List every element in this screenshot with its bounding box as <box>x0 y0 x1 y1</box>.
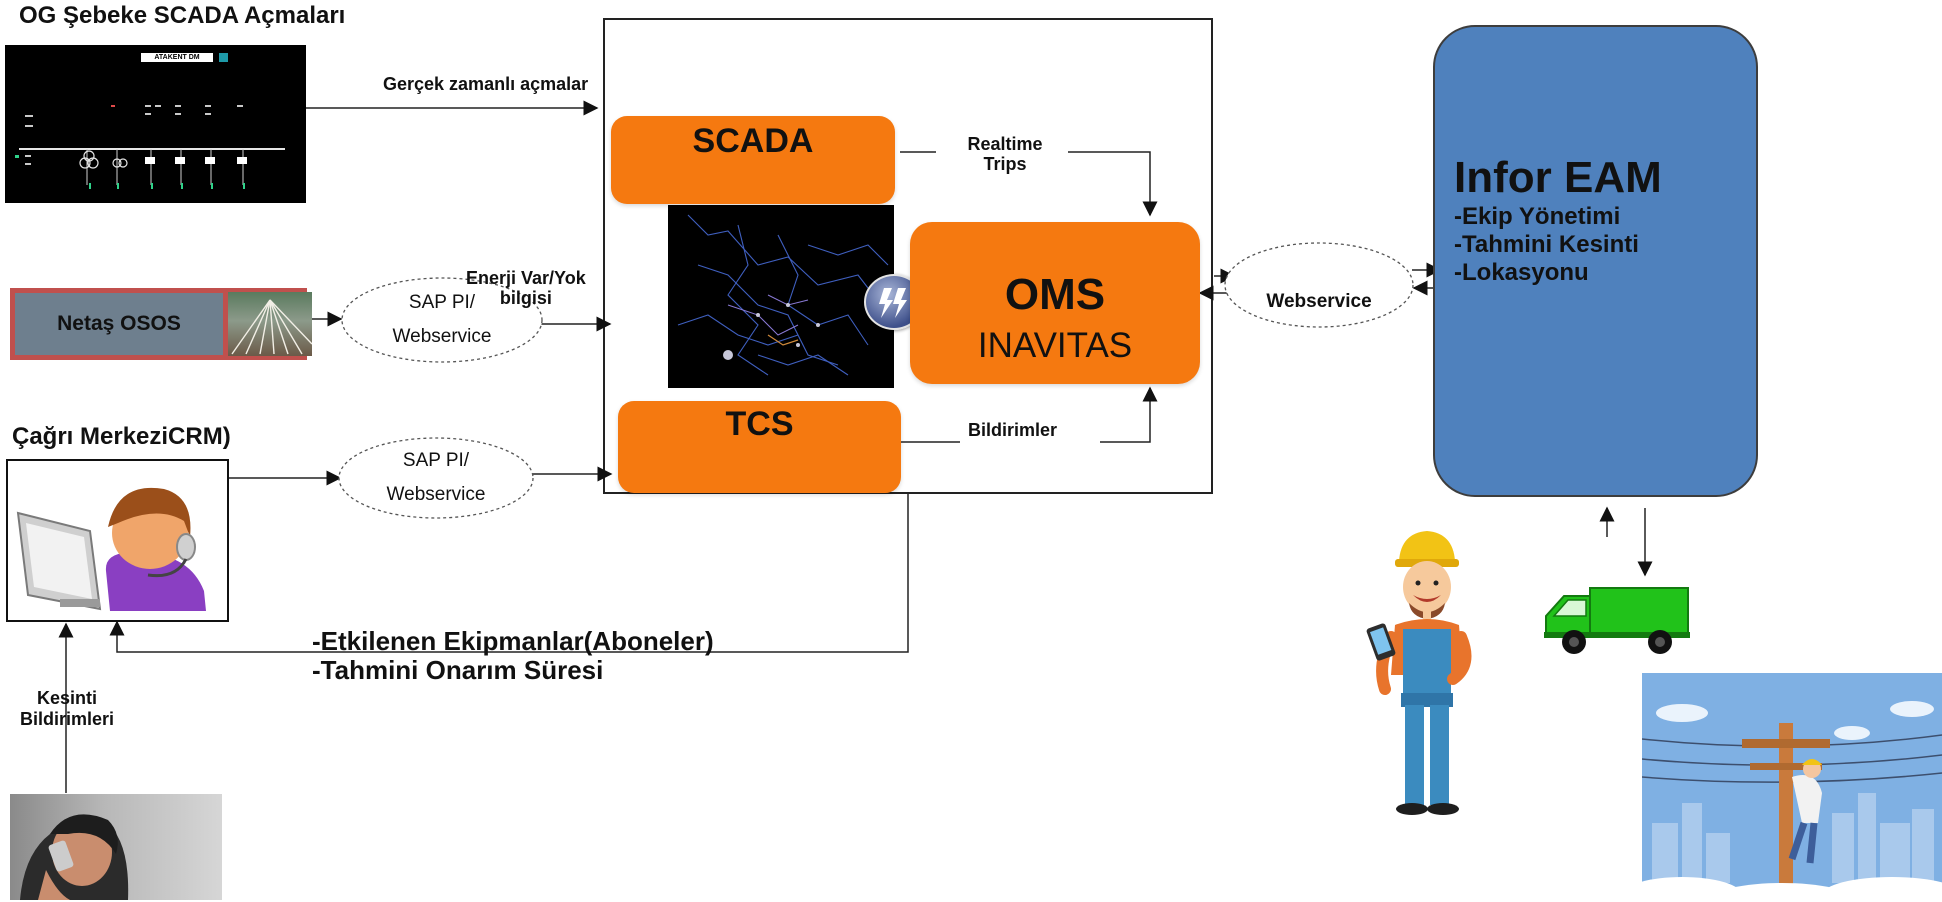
osos-photo <box>228 292 312 356</box>
oms-box-subtitle: INAVITAS <box>977 326 1133 365</box>
eam-item-2: -Tahmini Kesinti <box>1454 231 1639 258</box>
realtime-trips-en-line1: Realtime <box>967 134 1043 154</box>
sappi-bottom-line2: Webservice <box>386 484 486 505</box>
eam-title: Infor EAM <box>1454 153 1662 202</box>
oms-box: OMS INAVITAS <box>910 222 1200 384</box>
scada-screen-caption: ATAKENT DM <box>141 53 213 62</box>
outage-reports-line1: Kesinti <box>36 688 97 708</box>
webservice-ellipse <box>1224 242 1414 328</box>
operator-icon <box>16 487 206 611</box>
oms-box-title: OMS <box>1004 270 1106 319</box>
feedback-line2: -Tahmini Onarım Süresi <box>312 655 604 685</box>
call-center-image <box>6 459 229 622</box>
webservice-label: Webservice <box>1266 291 1372 312</box>
network-map-image <box>668 205 894 388</box>
technician-figure <box>1355 525 1505 825</box>
scada-screen-image: ATAKENT DM <box>5 45 306 203</box>
sappi-ellipse-top <box>341 277 543 363</box>
realtime-trips-tr-label: Gerçek zamanlı açmalar <box>383 74 589 94</box>
realtime-trips-en-label: Realtime Trips <box>930 134 1080 174</box>
scada-box: SCADA <box>611 116 895 204</box>
pole-worker-illustration <box>1642 673 1942 902</box>
outage-reports-line2: Bildirimleri <box>19 709 115 729</box>
call-center-title: Çağrı MerkeziCRM) <box>12 423 231 450</box>
sappi-top-label: SAP PI/ Webservice <box>352 286 532 354</box>
scada-section-title: OG Şebeke SCADA Açmaları <box>19 2 346 29</box>
outage-reports-label: Kesinti Bildirimleri <box>18 688 116 730</box>
sappi-top-line1: SAP PI/ <box>408 292 476 313</box>
eam-item-1: -Ekip Yönetimi <box>1454 203 1621 230</box>
sappi-bottom-label: SAP PI/ Webservice <box>346 444 526 512</box>
caller-photo <box>10 794 222 900</box>
sappi-ellipse-bottom <box>338 437 534 519</box>
realtime-trips-en-line2: Trips <box>983 154 1027 174</box>
feedback-line1: -Etkilenen Ekipmanlar(Aboneler) <box>312 626 714 656</box>
scada-box-label: SCADA <box>692 122 814 160</box>
osos-box: Netaş OSOS <box>10 288 312 360</box>
tcs-box: TCS <box>618 401 901 493</box>
sappi-top-line2: Webservice <box>392 326 492 347</box>
energy-status-line1: Enerji Var/Yok <box>466 268 586 288</box>
arrow-feedback-to-crm <box>109 493 909 653</box>
osos-label: Netaş OSOS <box>57 312 181 335</box>
eam-box: Infor EAM -Ekip Yönetimi -Tahmini Kesint… <box>1433 25 1758 497</box>
eam-item-3: -Lokasyonu <box>1454 259 1589 286</box>
sappi-bottom-line1: SAP PI/ <box>402 450 470 471</box>
truck-icon <box>1542 582 1692 658</box>
tcs-box-label: TCS <box>725 405 794 443</box>
notifications-label: Bildirimler <box>968 420 1058 440</box>
energy-status-label: Enerji Var/Yok bilgisi <box>466 268 586 308</box>
energy-status-line2: bilgisi <box>499 288 552 308</box>
